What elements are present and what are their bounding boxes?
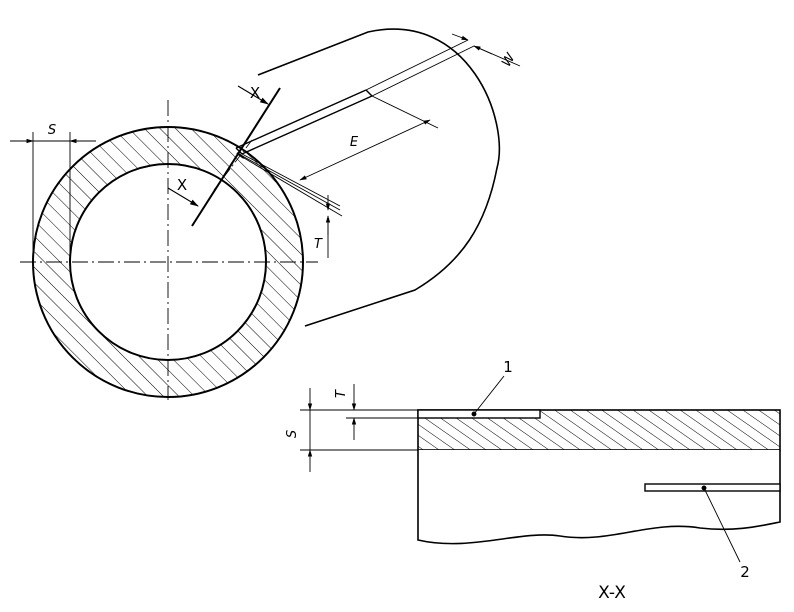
- center-lines: [20, 100, 318, 400]
- dimension-t-section: [346, 384, 418, 440]
- dimension-w: [365, 33, 521, 97]
- notch-inner: [644, 483, 781, 492]
- label-t-section: T: [334, 389, 349, 398]
- dimension-e: [241, 95, 439, 207]
- label-w: W: [499, 50, 519, 70]
- dimension-s-section: [300, 388, 418, 472]
- callout-leaders: [471, 375, 741, 563]
- section-body: [417, 450, 781, 545]
- dimension-s-pipe: [10, 132, 96, 262]
- label-e: E: [350, 135, 359, 150]
- section-view: [417, 409, 781, 545]
- label-s-pipe: S: [48, 123, 56, 138]
- section-line: [167, 85, 281, 227]
- label-s-section: S: [285, 430, 300, 438]
- label-x-upper: X: [250, 84, 260, 102]
- pipe-far-end: [257, 28, 501, 327]
- label-t-pipe: T: [314, 237, 323, 252]
- callout-1: 1: [503, 358, 513, 376]
- dimension-t-pipe: [236, 152, 343, 258]
- pipe-body: [257, 28, 501, 327]
- notch-outer: [417, 409, 541, 419]
- section-title: X-X: [598, 583, 626, 603]
- callout-2: 2: [740, 563, 750, 581]
- label-x-lower: X: [177, 176, 187, 194]
